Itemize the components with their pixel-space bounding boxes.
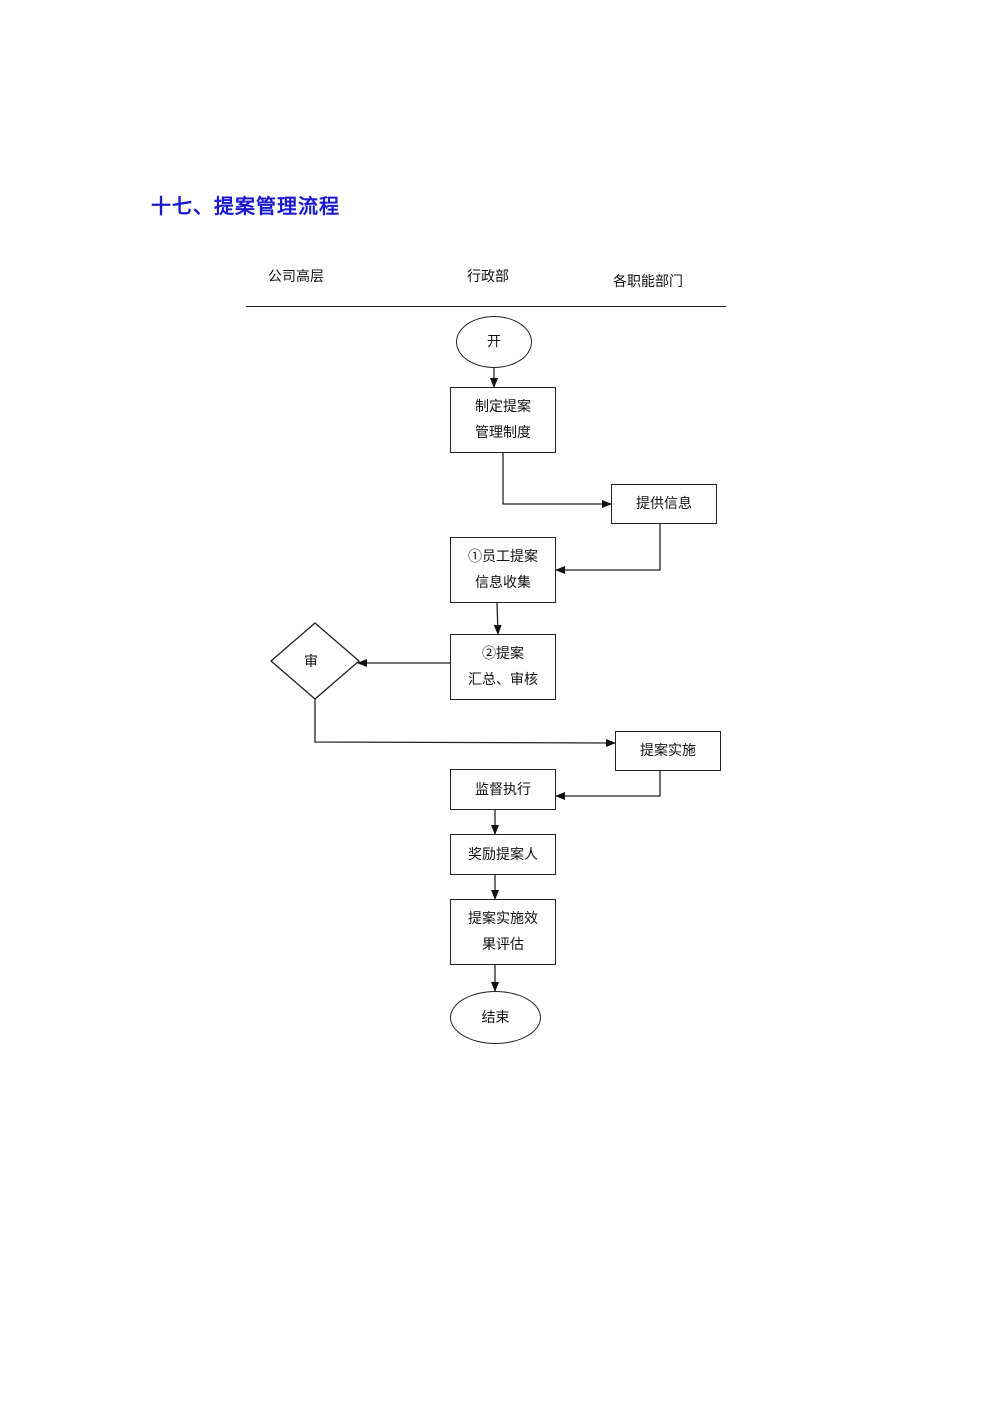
review-diamond-label: 审 [304, 654, 318, 670]
summarize-label: ②提案 汇总、审核 [468, 646, 538, 688]
make-policy-node: 制定提案 管理制度 [450, 387, 556, 453]
provide-info-node: 提供信息 [611, 484, 717, 524]
arrow-policy-to-info [502, 452, 612, 508]
lane-header-departments: 各职能部门 [613, 274, 683, 290]
collect-node: ①员工提案 信息收集 [450, 537, 556, 603]
implement-label: 提案实施 [640, 743, 696, 759]
collect-label: ①员工提案 信息收集 [468, 549, 538, 591]
arrow-info-to-collect [555, 523, 661, 574]
evaluate-label: 提案实施效 果评估 [468, 911, 538, 953]
arrow-collect-to-summarize [493, 602, 502, 635]
lane-header-company: 公司高层 [268, 269, 324, 285]
page-title: 十七、提案管理流程 [151, 194, 340, 218]
summarize-node: ②提案 汇总、审核 [450, 634, 556, 700]
arrow-review-to-implement [314, 699, 616, 747]
make-policy-label: 制定提案 管理制度 [475, 399, 531, 441]
provide-info-label: 提供信息 [636, 496, 692, 512]
reward-node: 奖励提案人 [450, 834, 556, 875]
evaluate-node: 提案实施效 果评估 [450, 899, 556, 965]
reward-label: 奖励提案人 [468, 846, 538, 863]
end-node: 结束 [450, 991, 541, 1044]
supervise-node: 监督执行 [450, 769, 556, 810]
arrow-implement-to-supervise [555, 770, 661, 800]
lane-header-divider [246, 306, 726, 307]
start-node: 开 [456, 316, 532, 368]
implement-node: 提案实施 [615, 731, 721, 771]
start-node-label: 开 [487, 334, 501, 350]
end-node-label: 结束 [481, 1009, 510, 1026]
lane-header-admin: 行政部 [467, 269, 509, 285]
supervise-label: 监督执行 [475, 781, 531, 798]
